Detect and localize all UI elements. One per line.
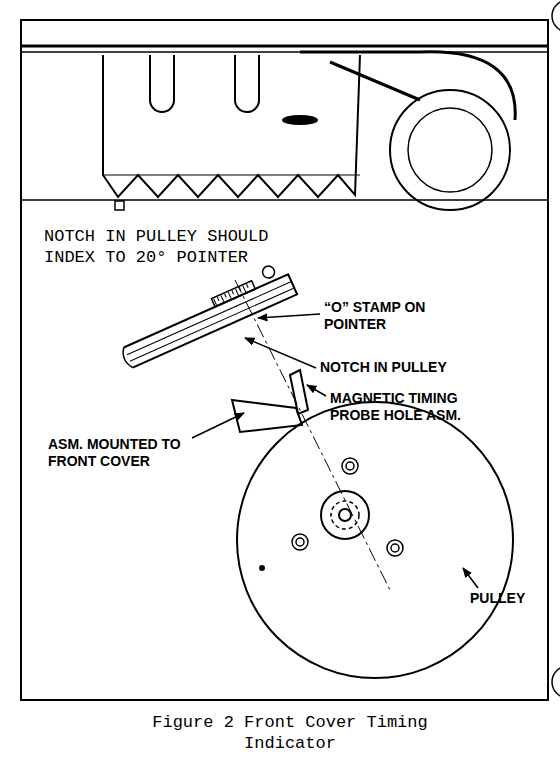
callout-label: ASM. MOUNTED TO FRONT COVER bbox=[48, 436, 196, 470]
callout-label: PULLEY bbox=[470, 590, 540, 607]
mark bbox=[283, 116, 317, 124]
probe-hole bbox=[290, 370, 308, 414]
bracket bbox=[232, 400, 302, 432]
binding-hole bbox=[552, 0, 560, 32]
pointer-assembly bbox=[114, 260, 298, 370]
frame bbox=[21, 20, 548, 700]
callout-label: “O” STAMP ON POINTER bbox=[324, 299, 444, 333]
note: NOTCH IN PULLEY SHOULD INDEX TO 20° POIN… bbox=[44, 226, 306, 268]
callout-label: NOTCH IN PULLEY bbox=[320, 359, 490, 376]
leader-line bbox=[192, 314, 478, 588]
notch bbox=[115, 201, 124, 210]
callout-label: MAGNETIC TIMING PROBE HOLE ASM. bbox=[330, 390, 490, 424]
figure-caption: Figure 2 Front Cover Timing Indicator bbox=[130, 712, 450, 754]
pulley-side bbox=[390, 90, 510, 210]
timing-pointer bbox=[103, 55, 360, 197]
slot bbox=[150, 55, 174, 112]
pulley bbox=[237, 402, 513, 678]
binding-hole bbox=[552, 666, 560, 698]
slot bbox=[235, 55, 259, 112]
